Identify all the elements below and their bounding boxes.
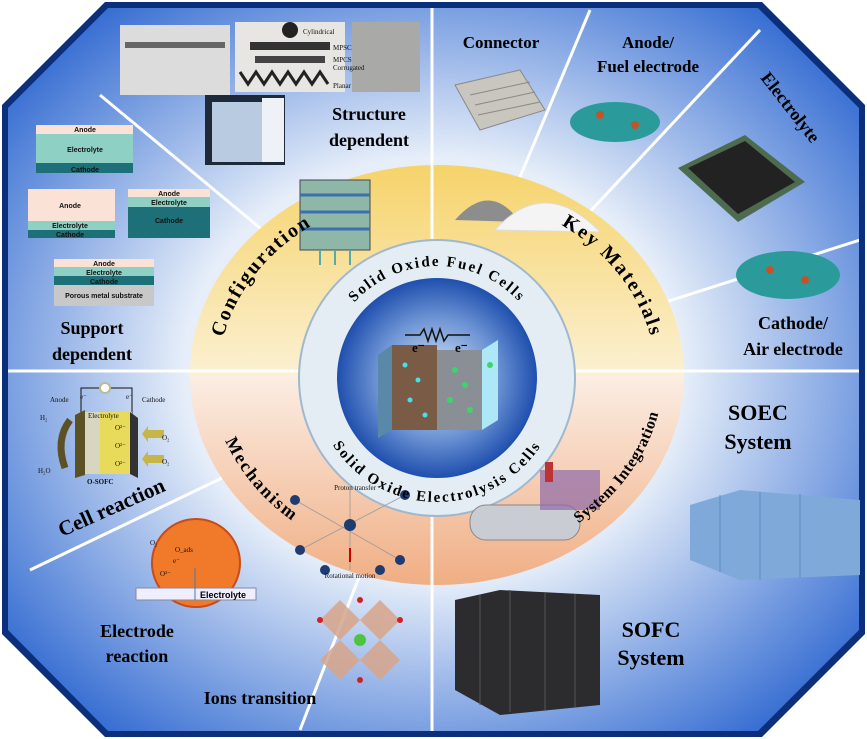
layer-diagram-metal-supported — [54, 259, 154, 306]
cell-label-ion: O²⁻ — [115, 442, 126, 450]
layer-label: Cathode — [90, 279, 118, 286]
structure-label-mpsc: MPSC — [333, 44, 352, 52]
layer-label: Cathode — [56, 232, 84, 239]
electrode-label-o2: O₂ — [150, 539, 158, 547]
label-support-dependent: dependent — [52, 344, 132, 364]
layer-diagram-electrolyte-supported — [36, 125, 133, 173]
cell-caption: O-SOFC — [87, 478, 113, 486]
label-electrode: Electrode — [100, 621, 174, 641]
structure-label-corrugated: Corrugated — [333, 64, 365, 72]
structure-images — [120, 22, 420, 165]
mechanism-label-proton-transfer: Proton transfer — [334, 484, 376, 492]
stack-configuration-image — [299, 179, 371, 265]
cell-reaction-diagram — [57, 382, 164, 478]
label-reaction: reaction — [106, 646, 169, 666]
label-soec-system: System — [724, 429, 791, 454]
connector-image — [454, 69, 546, 131]
electrolyte-plate-image — [678, 135, 805, 222]
layer-label: Cathode — [155, 218, 183, 225]
soec-system-image — [690, 490, 860, 580]
cell-label-electron-left: e⁻ — [80, 393, 87, 401]
electron-label-left: e⁻ — [412, 340, 425, 355]
label-sofc-system: System — [617, 645, 684, 670]
label-structure: Structure — [332, 104, 406, 124]
cell-label-ion: O²⁻ — [115, 460, 126, 468]
sofc-system-image — [455, 590, 600, 715]
layer-label: Porous metal substrate — [65, 293, 143, 300]
layer-label: Anode — [93, 261, 115, 268]
cell-label-anode: Anode — [50, 396, 69, 404]
label-dependent: dependent — [329, 130, 409, 150]
structure-label-cylindrical: Cylindrical — [303, 28, 335, 36]
cell-label-o2: O₂ — [162, 458, 170, 466]
electrode-label-electron: e⁻ — [173, 557, 180, 565]
label-anode: Anode/ — [622, 33, 674, 52]
layer-diagram-anode-supported — [28, 189, 115, 238]
electrode-label-ion: O²⁻ — [160, 570, 171, 578]
center-core — [298, 239, 576, 517]
cell-label-h2o: H₂O — [38, 467, 51, 475]
label-connector: Connector — [463, 33, 540, 52]
label-sofc: SOFC — [622, 617, 681, 642]
layer-label: Electrolyte — [151, 200, 187, 207]
anode-microstructure-image — [570, 102, 660, 142]
layer-label: Electrolyte — [86, 270, 122, 277]
label-air-electrode: Air electrode — [743, 339, 843, 359]
electrode-label-electrolyte: Electrolyte — [200, 590, 246, 600]
label-cathode: Cathode/ — [758, 313, 829, 333]
layer-label: Anode — [158, 191, 180, 198]
label-ions-transition: Ions transition — [204, 688, 317, 708]
cathode-microstructure-image — [736, 251, 840, 299]
system-integration-image — [469, 462, 600, 541]
mechanism-label-rotational-motion: Rotational motion — [325, 572, 376, 580]
layer-label: Electrolyte — [52, 223, 88, 230]
cell-label-ion: O²⁻ — [115, 424, 126, 432]
layer-diagram-cathode-supported — [128, 189, 210, 238]
label-soec: SOEC — [728, 400, 788, 425]
cell-label-cathode: Cathode — [142, 396, 165, 404]
cell-label-h2: H₂ — [40, 414, 48, 422]
perovskite-structure-image — [317, 597, 403, 683]
electrode-label-oads: O_ads — [175, 546, 193, 554]
layer-label: Electrolyte — [67, 147, 103, 154]
structure-label-planar: Planar — [333, 82, 352, 90]
mechanism-lattice-image — [290, 490, 410, 575]
electron-label-right: e⁻ — [455, 340, 468, 355]
label-fuel-electrode: Fuel electrode — [597, 57, 700, 76]
structure-label-mpcs: MPCS — [333, 56, 352, 64]
layer-label: Cathode — [71, 167, 99, 174]
layer-label: Anode — [74, 127, 96, 134]
label-support: Support — [60, 318, 123, 338]
cell-label-o2: O₂ — [162, 434, 170, 442]
layer-label: Anode — [59, 203, 81, 210]
cell-label-electron-right: e⁻ — [126, 393, 133, 401]
electrode-reaction-diagram — [135, 518, 257, 608]
cell-label-electrolyte: Electrolyte — [88, 412, 119, 420]
powder-images — [455, 200, 602, 233]
